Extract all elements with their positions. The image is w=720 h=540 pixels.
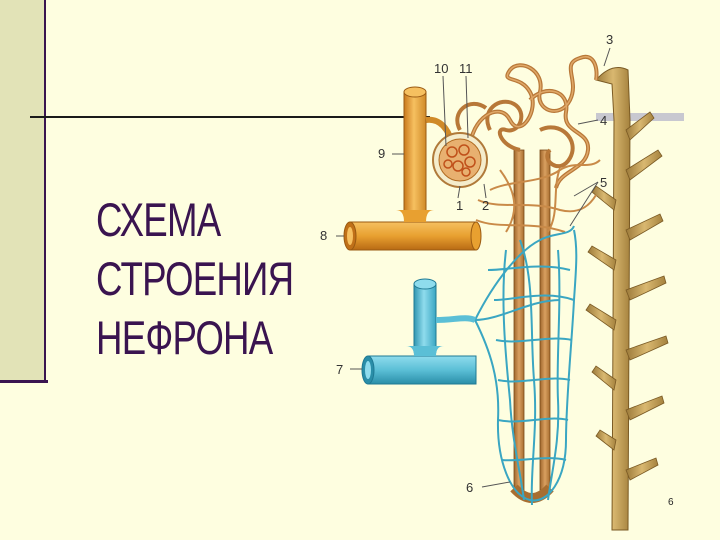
label-7: 7 [336,362,343,377]
renal-vein [362,279,476,384]
leader-lines [336,48,610,487]
label-3: 3 [606,32,613,47]
renal-corpuscle [433,133,487,187]
label-6: 6 [466,480,473,495]
page-number: 6 [668,497,674,508]
label-10: 10 [434,61,448,76]
label-9: 9 [378,146,385,161]
label-5: 5 [600,175,607,190]
label-1: 1 [456,198,463,213]
label-8: 8 [320,228,327,243]
peritubular-capillaries-venous [475,226,576,505]
label-11: 11 [459,61,473,76]
peritubular-capillaries-arterial [476,160,600,232]
label-4: 4 [600,113,607,128]
label-2: 2 [482,198,489,213]
collecting-duct [586,68,668,530]
